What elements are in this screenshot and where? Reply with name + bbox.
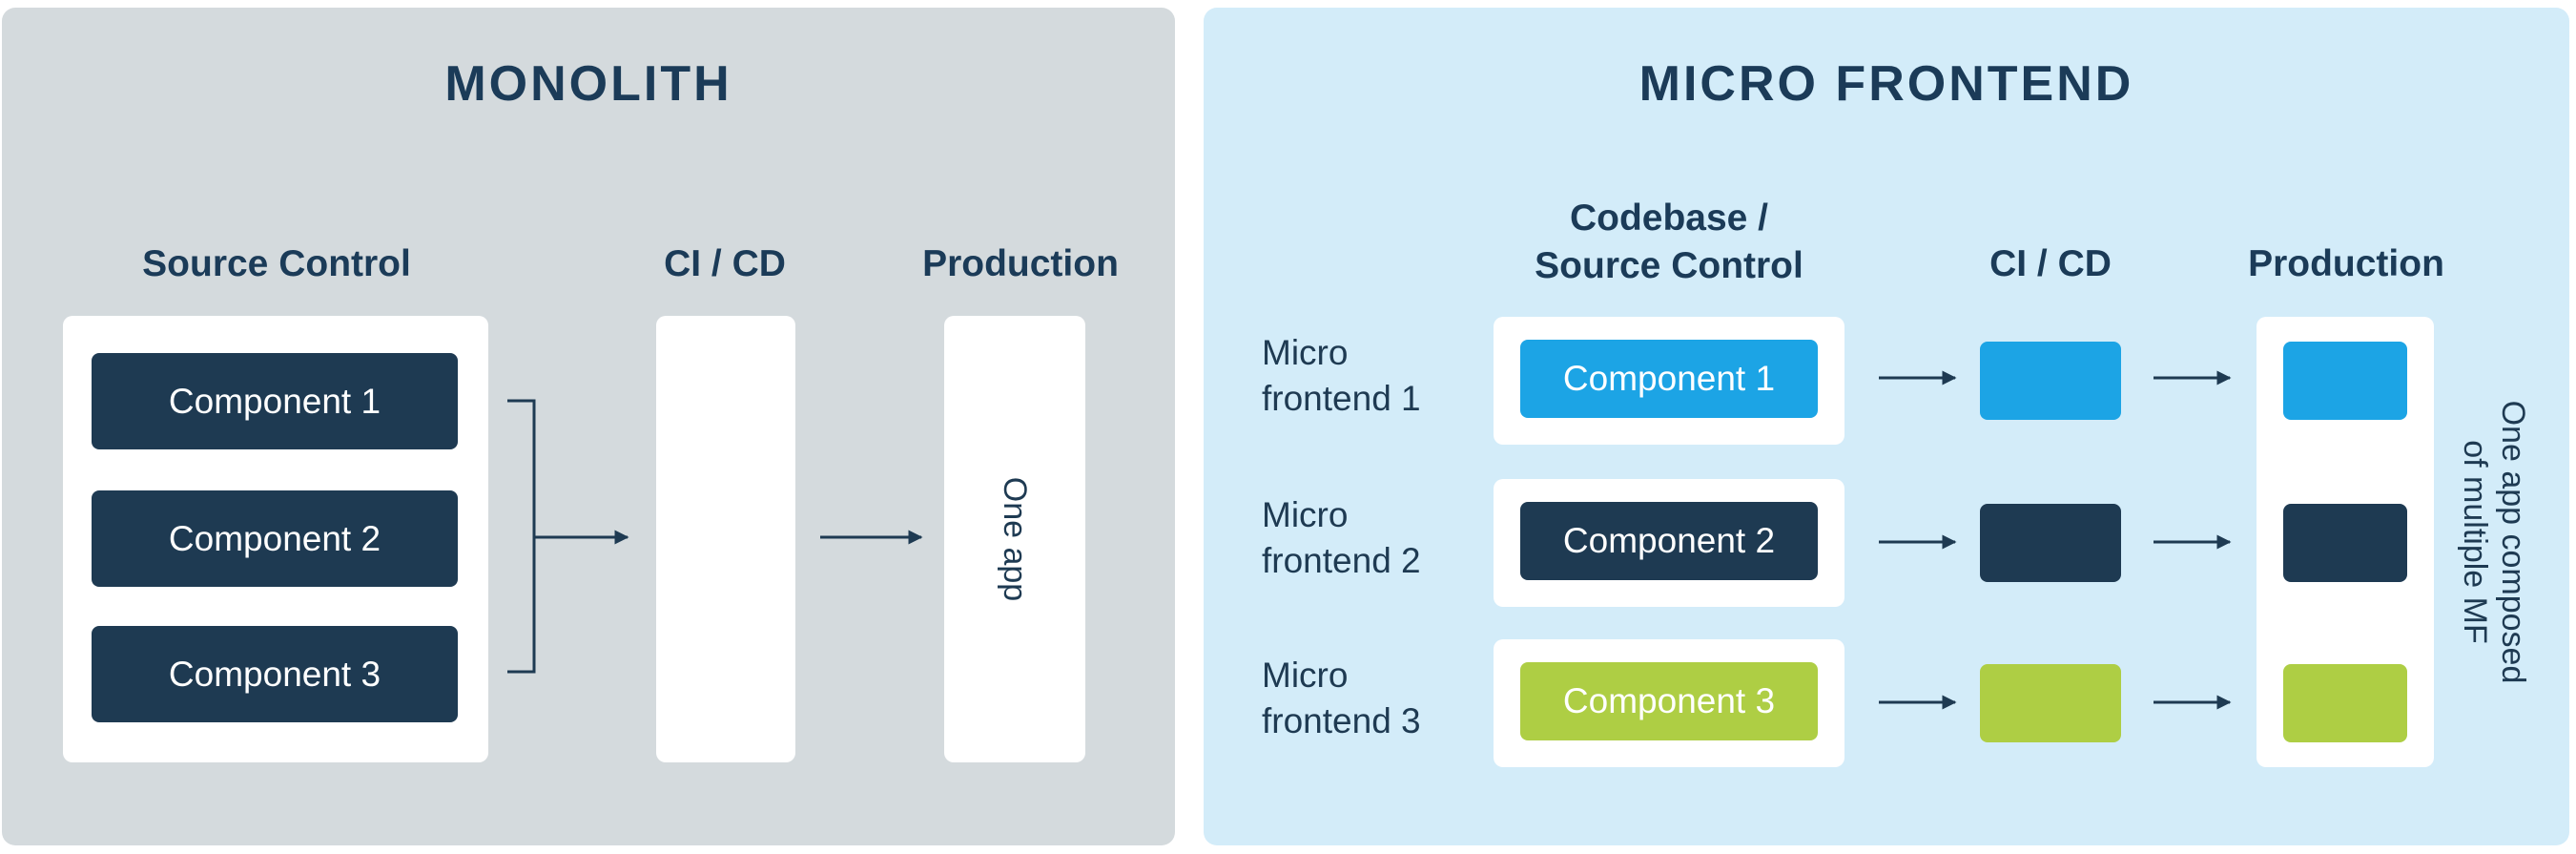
micro-codebase-label: Codebase / Source Control [1535, 198, 1803, 286]
micro-production-label: Production [2248, 243, 2444, 284]
micro-component-3: Component 3 [1520, 662, 1818, 740]
micro-component-2: Component 2 [1520, 502, 1818, 580]
monolith-production-label: Production [922, 243, 1119, 284]
micro-cicd-block-2 [1980, 504, 2121, 582]
micro-component-1: Component 1 [1520, 340, 1818, 418]
monolith-component-2: Component 2 [92, 490, 458, 587]
micro-cicd-block-3 [1980, 664, 2121, 742]
monolith-component-3: Component 3 [92, 626, 458, 722]
micro-row-label-3: Micro frontend 3 [1262, 656, 1421, 740]
monolith-cicd-box [656, 316, 795, 762]
micro-frontend-title: MICRO FRONTEND [1638, 56, 2134, 112]
micro-production-block-1 [2283, 342, 2407, 420]
micro-row-label-2: Micro frontend 2 [1262, 495, 1421, 580]
monolith-production-box [944, 316, 1085, 762]
monolith-bracket [507, 399, 536, 674]
micro-production-block-2 [2283, 504, 2407, 582]
monolith-component-1: Component 1 [92, 353, 458, 449]
monolith-cicd-label: CI / CD [664, 243, 786, 284]
micro-row-label-1: Micro frontend 1 [1262, 333, 1421, 418]
micro-production-block-3 [2283, 664, 2407, 742]
monolith-title: MONOLITH [444, 56, 732, 112]
micro-cicd-label: CI / CD [1989, 243, 2112, 284]
monolith-source-control-label: Source Control [142, 243, 411, 284]
micro-cicd-block-1 [1980, 342, 2121, 420]
